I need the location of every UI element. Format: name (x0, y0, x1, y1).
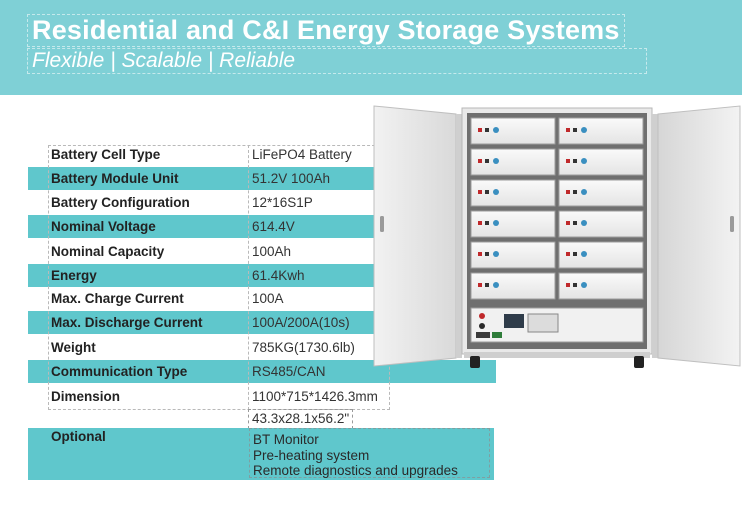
spec-value: 100A (252, 291, 284, 306)
caster-right (634, 356, 644, 368)
spec-row: Dimension 1100*715*1426.3mm (28, 385, 496, 408)
header-banner: Residential and C&I Energy Storage Syste… (0, 0, 742, 95)
optional-list: BT Monitor Pre-heating system Remote dia… (249, 428, 490, 478)
caster-left (470, 356, 480, 368)
optional-label: Optional (51, 429, 106, 444)
spec-value: 61.4Kwh (252, 268, 305, 283)
right-door (657, 105, 741, 367)
right-door-handle (730, 216, 734, 232)
page-subtitle: Flexible | Scalable | Reliable (27, 48, 647, 74)
optional-item: BT Monitor (253, 432, 319, 447)
spec-value: 51.2V 100Ah (252, 171, 331, 186)
spec-value: LiFePO4 Battery (252, 147, 352, 162)
spec-value: 100Ah (252, 244, 292, 259)
spec-label: Battery Cell Type (51, 147, 161, 162)
spec-value: 1100*715*1426.3mm (252, 389, 378, 404)
spec-label: Nominal Voltage (51, 219, 156, 234)
battery-cabinet-image (373, 105, 741, 368)
spec-value: 785KG(1730.6lb) (252, 340, 355, 355)
dimension-imperial: 43.3x28.1x56.2" (248, 409, 354, 429)
spec-label: Energy (51, 268, 97, 283)
left-door (373, 105, 457, 367)
optional-section: Optional BT Monitor Pre-heating system R… (28, 428, 494, 480)
spec-value: 12*16S1P (252, 195, 313, 210)
control-display (504, 314, 524, 328)
page-title: Residential and C&I Energy Storage Syste… (27, 14, 625, 47)
optional-item: Remote diagnostics and upgrades (253, 463, 458, 478)
spec-label: Communication Type (51, 364, 188, 379)
spec-label: Weight (51, 340, 96, 355)
spec-label: Battery Configuration (51, 195, 190, 210)
spec-label: Nominal Capacity (51, 244, 165, 259)
optional-item: Pre-heating system (253, 447, 370, 463)
spec-label: Dimension (51, 389, 121, 404)
battery-modules (470, 117, 644, 300)
left-door-handle (380, 216, 384, 232)
spec-label: Max. Discharge Current (51, 315, 203, 330)
left-door-edge (456, 114, 462, 358)
spec-value: 614.4V (252, 219, 295, 234)
spec-value: RS485/CAN (252, 364, 326, 379)
spec-label: Battery Module Unit (51, 171, 179, 186)
right-door-edge (652, 114, 658, 358)
cabinet-base (464, 352, 650, 358)
spec-label: Max. Charge Current (51, 291, 184, 306)
spec-value: 100A/200A(10s) (252, 315, 350, 330)
